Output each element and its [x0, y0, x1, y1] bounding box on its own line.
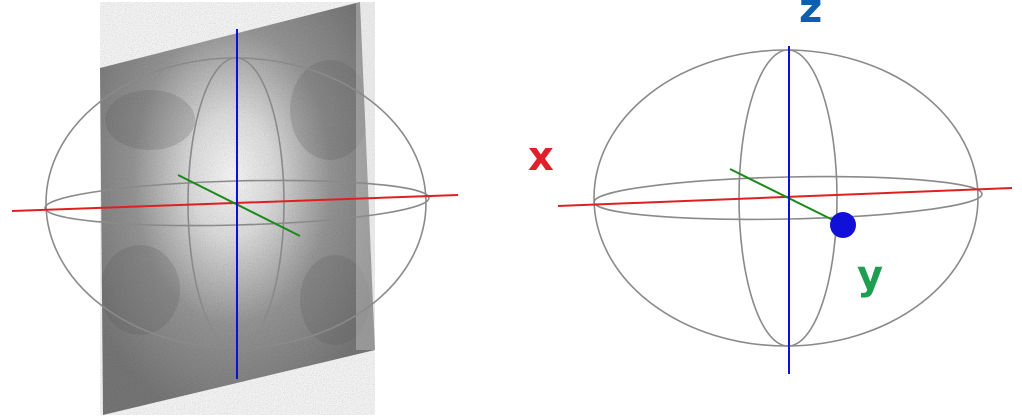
y-axis-point-marker [830, 212, 856, 238]
y-axis-label: y [857, 253, 883, 299]
right-ellipsoid-outline [593, 49, 979, 347]
left-diagram [11, 2, 459, 415]
right-diagram: x y z [528, 0, 1013, 374]
x-axis-label: x [528, 134, 554, 180]
left-y-axis [177, 174, 301, 237]
right-y-axis [729, 168, 844, 226]
z-axis-label: z [799, 0, 822, 32]
